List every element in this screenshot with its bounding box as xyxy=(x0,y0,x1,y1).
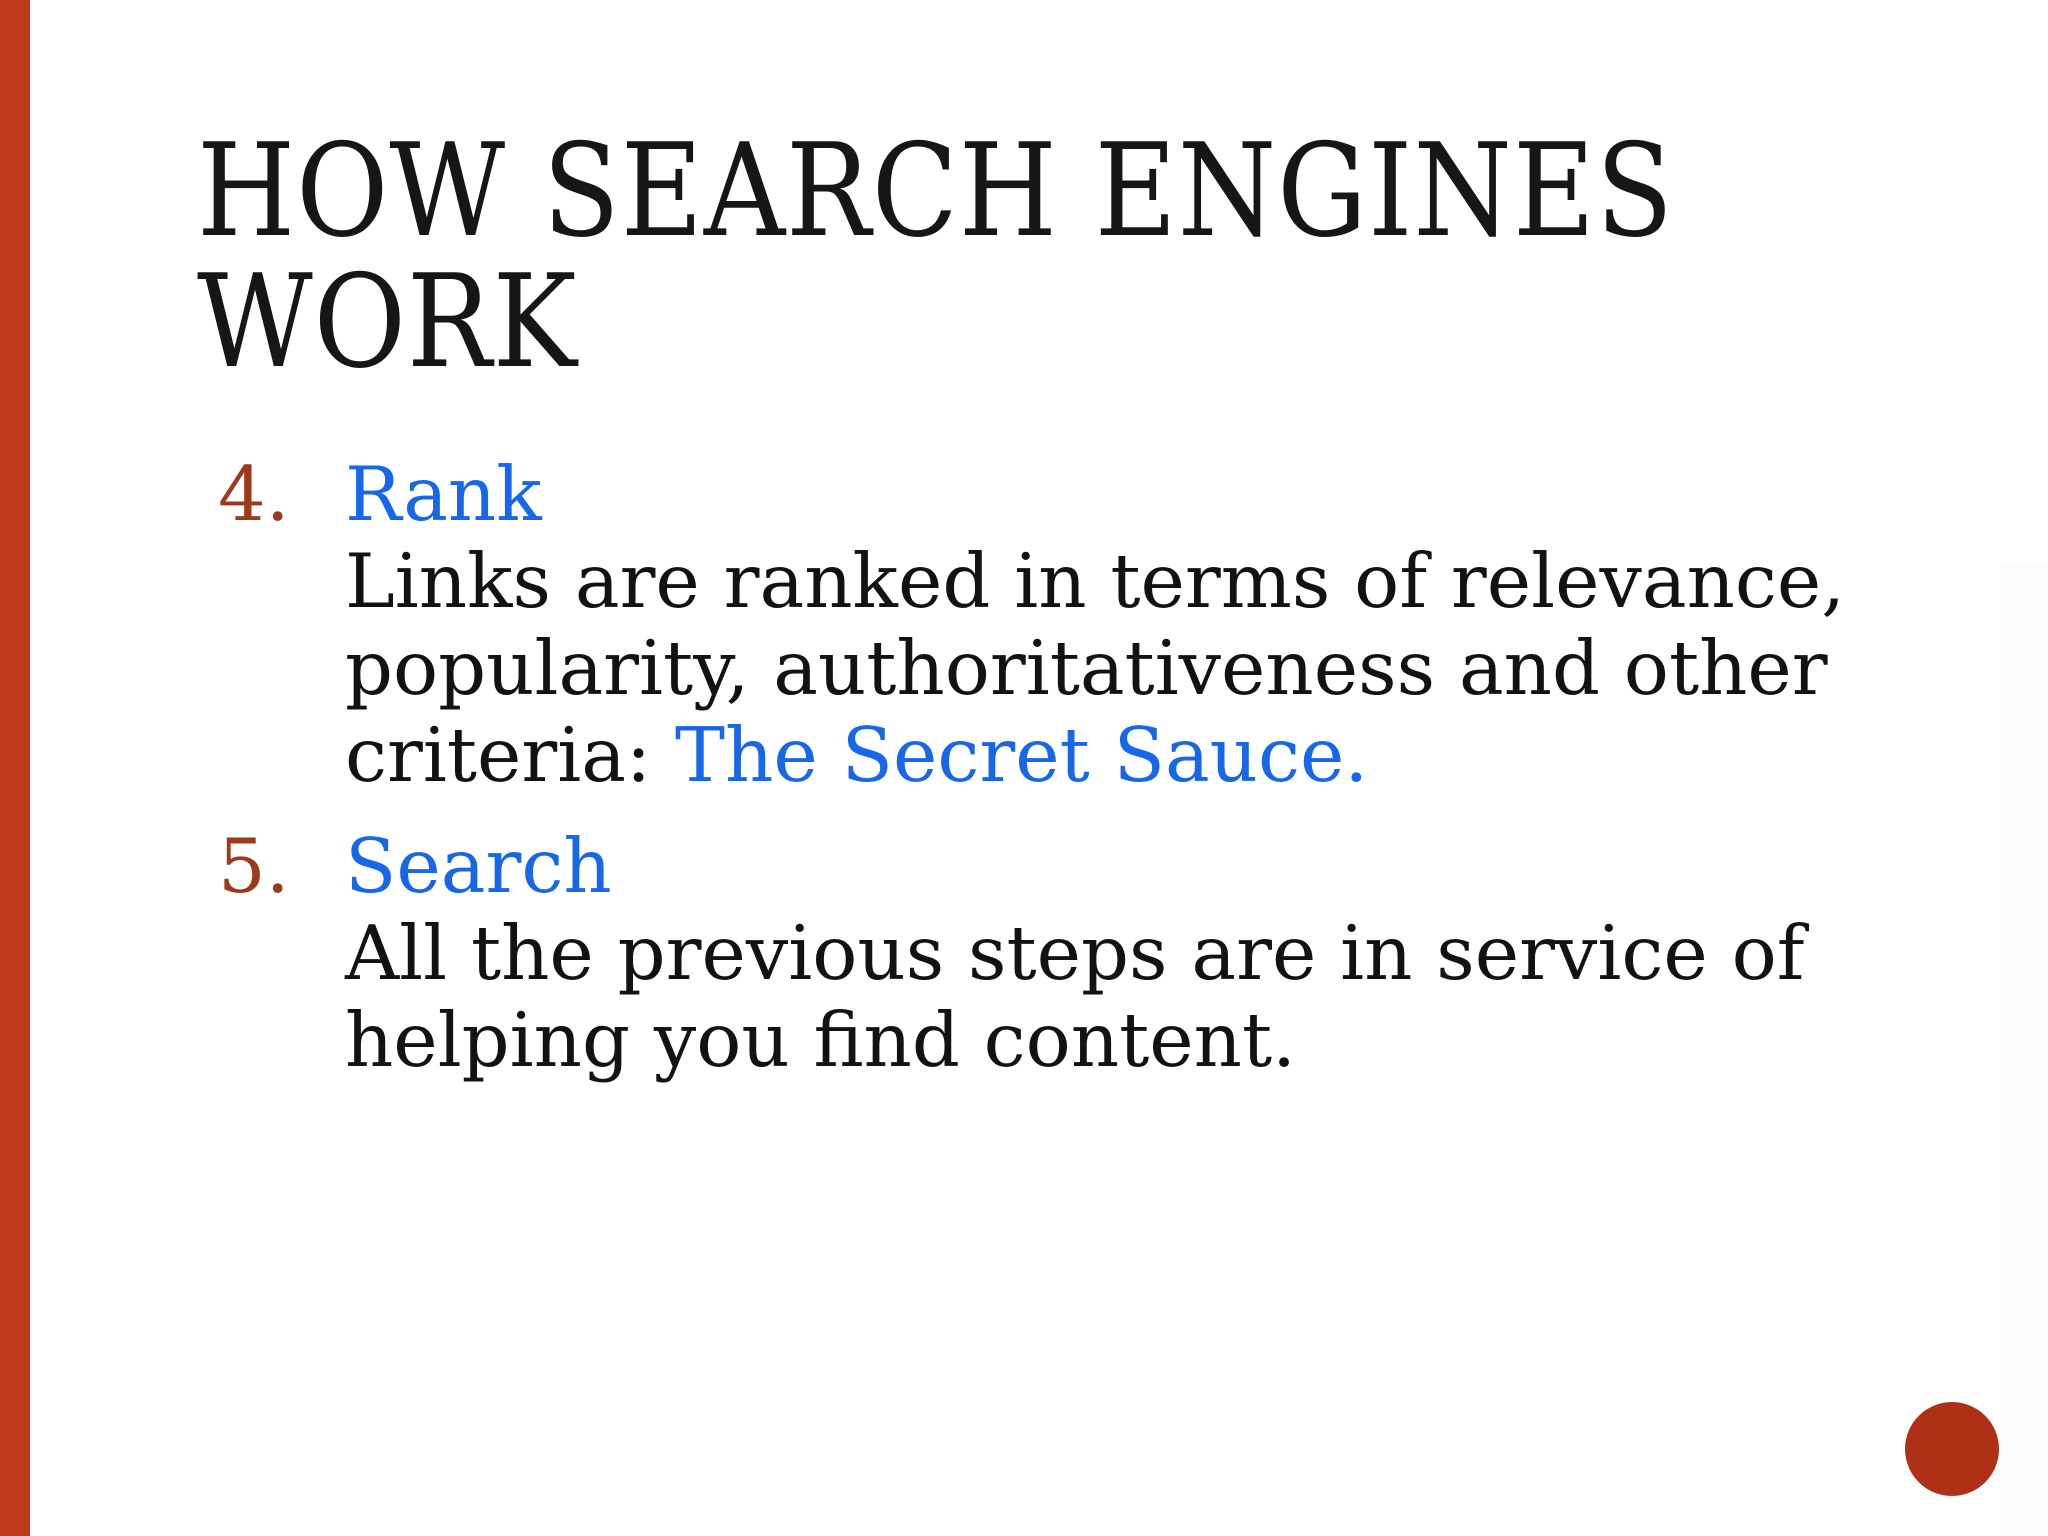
list-item-text: Rank Links are ranked in terms of releva… xyxy=(345,451,1845,799)
secret-sauce-link[interactable]: The Secret Sauce. xyxy=(675,711,1369,799)
list-item: 4. Rank Links are ranked in terms of rel… xyxy=(218,451,1845,799)
slide-body-list: 4. Rank Links are ranked in terms of rel… xyxy=(218,451,1845,1084)
rank-link[interactable]: Rank xyxy=(345,450,542,538)
slide-title-line1: HOW SEARCH ENGINES xyxy=(197,117,1674,266)
body-line: popularity, authoritativeness and other xyxy=(345,624,1828,712)
badge-circle-decoration xyxy=(1905,1402,1999,1496)
body-line: Links are ranked in terms of relevance, xyxy=(345,537,1846,625)
body-line: criteria: The Secret Sauce. xyxy=(345,712,1845,799)
right-edge-tint xyxy=(2000,565,2048,1536)
slide-title-line2: WORK xyxy=(197,248,578,397)
list-item-number: 4. xyxy=(218,450,290,538)
search-link[interactable]: Search xyxy=(345,822,612,910)
body-line: All the previous steps are in service of xyxy=(345,909,1805,997)
left-red-stripe xyxy=(0,0,30,1536)
list-item-number: 5. xyxy=(218,822,290,910)
body-line: helping you find content. xyxy=(345,996,1296,1084)
slide-title: HOW SEARCH ENGINES WORK xyxy=(197,126,1674,388)
list-item-text: Search All the previous steps are in ser… xyxy=(345,823,1845,1084)
list-item: 5. Search All the previous steps are in … xyxy=(218,823,1845,1084)
body-line-prefix: criteria: xyxy=(345,711,676,799)
